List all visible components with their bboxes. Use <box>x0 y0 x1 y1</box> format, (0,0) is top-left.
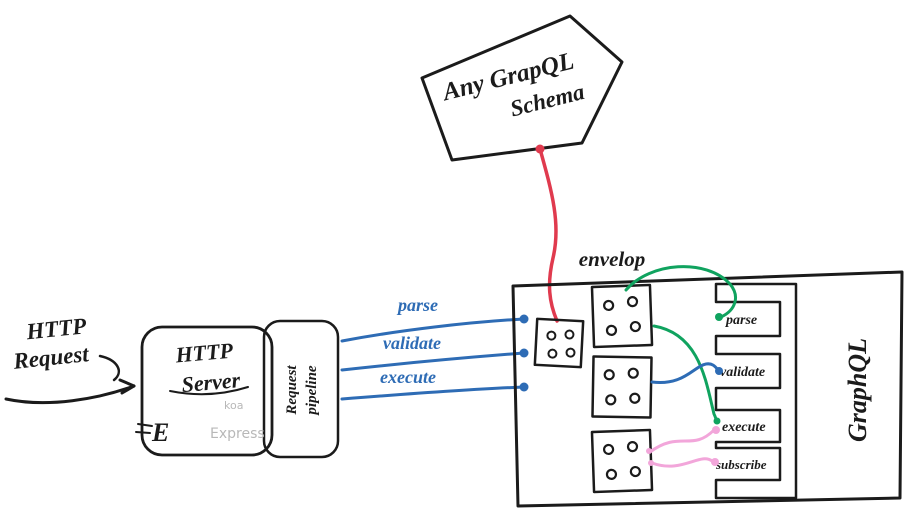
dice-pip <box>626 296 639 308</box>
validate-link-line <box>340 351 526 372</box>
slot-label-validate: validate <box>720 365 765 380</box>
execute-link-dot <box>519 382 529 392</box>
http-server-box-group: HTTP Server koa E Express <box>135 325 274 457</box>
wire-pink-to-subscribe <box>650 457 714 468</box>
http-server-box-outline <box>140 325 274 457</box>
pipeline-label-line2: pipeline <box>304 365 320 417</box>
graphql-vertical-label: GraphQL <box>843 338 872 442</box>
koa-logo-text: koa <box>224 399 243 412</box>
server-title-strike <box>169 386 249 396</box>
red-connector-start-dot <box>535 144 545 154</box>
http-request-text: HTTP Request <box>11 313 90 374</box>
schema-to-envelop-red-connector <box>538 147 559 323</box>
dice-pip <box>565 347 576 358</box>
dice-1-outline <box>590 283 654 349</box>
slot-label-subscribe: subscribe <box>715 457 767 472</box>
dice-pip <box>629 392 641 404</box>
slot-label-parse: parse <box>725 313 757 328</box>
execute-link-label: execute <box>380 367 436 387</box>
parse-link-line <box>340 317 526 343</box>
wire-green-to-execute <box>652 324 719 423</box>
dice-pip <box>603 369 615 381</box>
express-logo-text: Express <box>210 426 265 442</box>
dice-pip <box>629 320 641 333</box>
validate-link-label: validate <box>383 333 441 353</box>
server-title-line1: HTTP <box>174 338 235 368</box>
plugin-dice-small <box>533 317 585 369</box>
dice-2-outline <box>591 355 653 419</box>
plugin-dice-2 <box>591 355 653 419</box>
http-server-title: HTTP Server <box>174 338 242 398</box>
plugin-dice-1 <box>590 283 654 349</box>
wire-pink-start-dot-2 <box>648 460 654 466</box>
request-arrow-shaft <box>4 384 136 405</box>
pipeline-label-line1: Request <box>284 365 300 416</box>
wire-blue-validate-dot <box>715 367 723 375</box>
request-arrow-head <box>118 378 136 395</box>
validate-link-dot <box>519 348 529 358</box>
wire-pink-to-execute <box>648 428 716 454</box>
schema-box-outline <box>420 14 624 162</box>
wire-green-parse-dot <box>715 313 723 321</box>
request-pipeline-box-group: Request pipeline <box>262 319 340 459</box>
wire-green-to-parse <box>624 265 737 319</box>
wire-blue-to-validate <box>650 362 720 385</box>
request-flourish <box>98 354 120 382</box>
slot-label-execute: execute <box>722 420 766 435</box>
http-request-line1: HTTP <box>24 313 88 344</box>
dice-pip <box>629 465 641 478</box>
request-pipeline-box-outline <box>262 319 340 459</box>
dice-pip <box>627 367 639 379</box>
dice-pip <box>546 330 557 341</box>
http-request-line2: Request <box>11 341 90 374</box>
express-logo-icon: E <box>151 418 169 447</box>
wire-pink-subscribe-dot <box>711 458 719 466</box>
server-title-line2: Server <box>181 367 242 397</box>
parse-link-label: parse <box>396 295 438 315</box>
envelop-box-outline <box>511 270 904 508</box>
http-request-group: HTTP Request <box>4 313 136 405</box>
wire-green-execute-dot <box>713 417 721 425</box>
pipeline-links-group: parse validate execute <box>340 295 529 401</box>
parse-link-dot <box>519 314 529 324</box>
wire-pink-execute-dot <box>712 426 720 434</box>
wire-pink-start-dot-1 <box>646 448 652 454</box>
dice-pip <box>626 441 639 453</box>
plugin-socket-comb <box>714 282 798 500</box>
dice-pip <box>605 394 617 406</box>
dice-3-outline <box>590 428 654 494</box>
execute-link-line <box>340 385 526 401</box>
dice-small-outline <box>533 317 585 369</box>
express-logo-speedlines <box>135 423 153 434</box>
dice-pip <box>564 329 575 340</box>
dice-pip <box>605 468 618 480</box>
plugin-dice-3 <box>590 428 654 494</box>
dice-pip <box>605 324 618 336</box>
dice-pip <box>603 299 615 312</box>
dice-pip <box>602 443 615 456</box>
dice-pip <box>547 348 558 359</box>
schema-box-group: Any GrapQL Schema <box>420 14 624 162</box>
envelop-title: envelop <box>579 247 645 271</box>
envelop-box-group: envelop GraphQL parse validate execute s… <box>511 247 904 508</box>
